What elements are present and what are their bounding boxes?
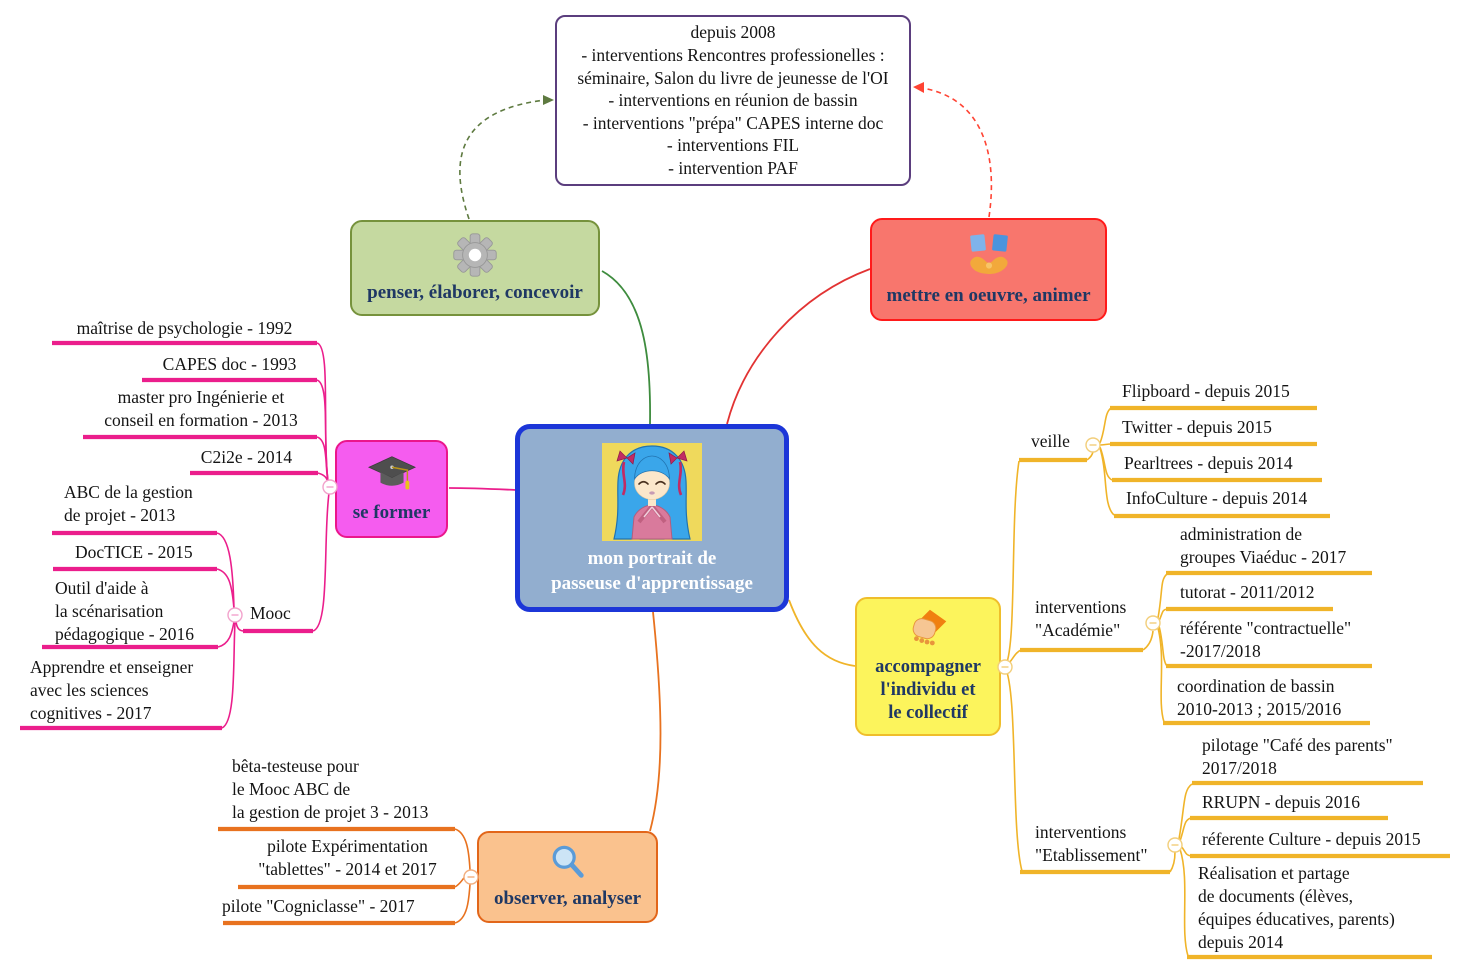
- magnifier-icon: [552, 845, 584, 878]
- item-twitter[interactable]: Twitter - depuis 2015: [1122, 417, 1272, 437]
- subnode-interventions-etablissement[interactable]: interventions "Etablissement": [1035, 822, 1148, 865]
- node-central-portrait[interactable]: mon portrait de passeuse d'apprentissage: [515, 424, 789, 612]
- item-rrupn[interactable]: RRUPN - depuis 2016: [1202, 792, 1360, 812]
- item-realisation-partage[interactable]: Réalisation et partage de documents (élè…: [1198, 863, 1395, 952]
- arrow-mettre-to-note: [913, 82, 993, 218]
- node-label: mettre en oeuvre, animer: [886, 285, 1091, 306]
- subnode-interventions-academie[interactable]: interventions "Académie": [1035, 597, 1127, 640]
- collapse-button-mooc[interactable]: [227, 607, 243, 623]
- item-tutorat[interactable]: tutorat - 2011/2012: [1180, 582, 1315, 602]
- open-book-hand-icon: [969, 234, 1008, 274]
- subnode-veille[interactable]: veille: [1031, 431, 1070, 451]
- trunk-mettre: [726, 268, 871, 425]
- item-pilote-tablettes[interactable]: pilote Expérimentation "tablettes" - 201…: [258, 836, 437, 879]
- trunk-penser: [601, 270, 651, 425]
- node-accompagner[interactable]: accompagner l'individu et le collectif: [855, 597, 1001, 736]
- item-capes-doc[interactable]: CAPES doc - 1993: [162, 354, 297, 374]
- trunk-accompagner: [788, 599, 856, 667]
- item-flipboard[interactable]: Flipboard - depuis 2015: [1122, 381, 1290, 401]
- item-coordination-bassin[interactable]: coordination de bassin 2010-2013 ; 2015/…: [1177, 676, 1342, 719]
- node-se-former[interactable]: se former: [335, 440, 448, 538]
- gear-icon: [453, 232, 497, 277]
- item-pilotage-cafe-parents[interactable]: pilotage "Café des parents" 2017/2018: [1202, 735, 1393, 778]
- item-mooc-abc-gestion[interactable]: ABC de la gestion de projet - 2013: [64, 482, 193, 525]
- subnode-mooc[interactable]: Mooc: [250, 603, 291, 623]
- node-label: penser, élaborer, concevoir: [367, 282, 583, 304]
- node-penser-elaborer-concevoir[interactable]: penser, élaborer, concevoir: [350, 220, 600, 316]
- trunk-se-former: [448, 487, 517, 491]
- item-mooc-sciences-cognitives[interactable]: Apprendre et enseigner avec les sciences…: [30, 657, 194, 723]
- collapse-button-observer[interactable]: [463, 869, 479, 885]
- graduation-cap-icon: [367, 456, 416, 490]
- item-maitrise-psychologie[interactable]: maîtrise de psychologie - 1992: [76, 318, 293, 338]
- item-mooc-doctice[interactable]: DocTICE - 2015: [75, 542, 193, 562]
- central-node-label: mon portrait de passeuse d'apprentissage: [551, 548, 753, 594]
- item-pilote-cogniclasse[interactable]: pilote "Cogniclasse" - 2017: [222, 896, 415, 916]
- node-mettre-en-oeuvre-animer[interactable]: mettre en oeuvre, animer: [870, 218, 1107, 321]
- note-interventions[interactable]: depuis 2008 - interventions Rencontres p…: [555, 15, 911, 186]
- trunk-observer: [649, 611, 662, 832]
- item-referente-contractuelle[interactable]: référente "contractuelle" -2017/2018: [1180, 618, 1352, 661]
- node-label: accompagner l'individu et le collectif: [875, 656, 981, 723]
- item-master-ingenierie[interactable]: master pro Ingénierie et conseil en form…: [104, 387, 298, 430]
- item-beta-testeuse[interactable]: bêta-testeuse pour le Mooc ABC de la ges…: [232, 756, 429, 822]
- item-referente-culture[interactable]: réferente Culture - depuis 2015: [1202, 829, 1421, 849]
- item-c2i2e[interactable]: C2i2e - 2014: [200, 447, 293, 467]
- node-label: observer, analyser: [493, 888, 642, 909]
- branch-curves-observer: [454, 828, 471, 924]
- handshake-icon: [912, 610, 947, 646]
- node-label: se former: [352, 501, 431, 523]
- item-pearltrees[interactable]: Pearltrees - depuis 2014: [1124, 453, 1293, 473]
- anime-girl-avatar: [602, 443, 702, 541]
- arrow-penser-to-note: [459, 95, 554, 220]
- item-infoculture[interactable]: InfoCulture - depuis 2014: [1126, 488, 1308, 508]
- item-groupes-viaeduc[interactable]: administration de groupes Viaéduc - 2017: [1180, 524, 1347, 567]
- node-observer-analyser[interactable]: observer, analyser: [477, 831, 658, 923]
- item-mooc-outil-scenarisation[interactable]: Outil d'aide à la scénarisation pédagogi…: [55, 578, 194, 644]
